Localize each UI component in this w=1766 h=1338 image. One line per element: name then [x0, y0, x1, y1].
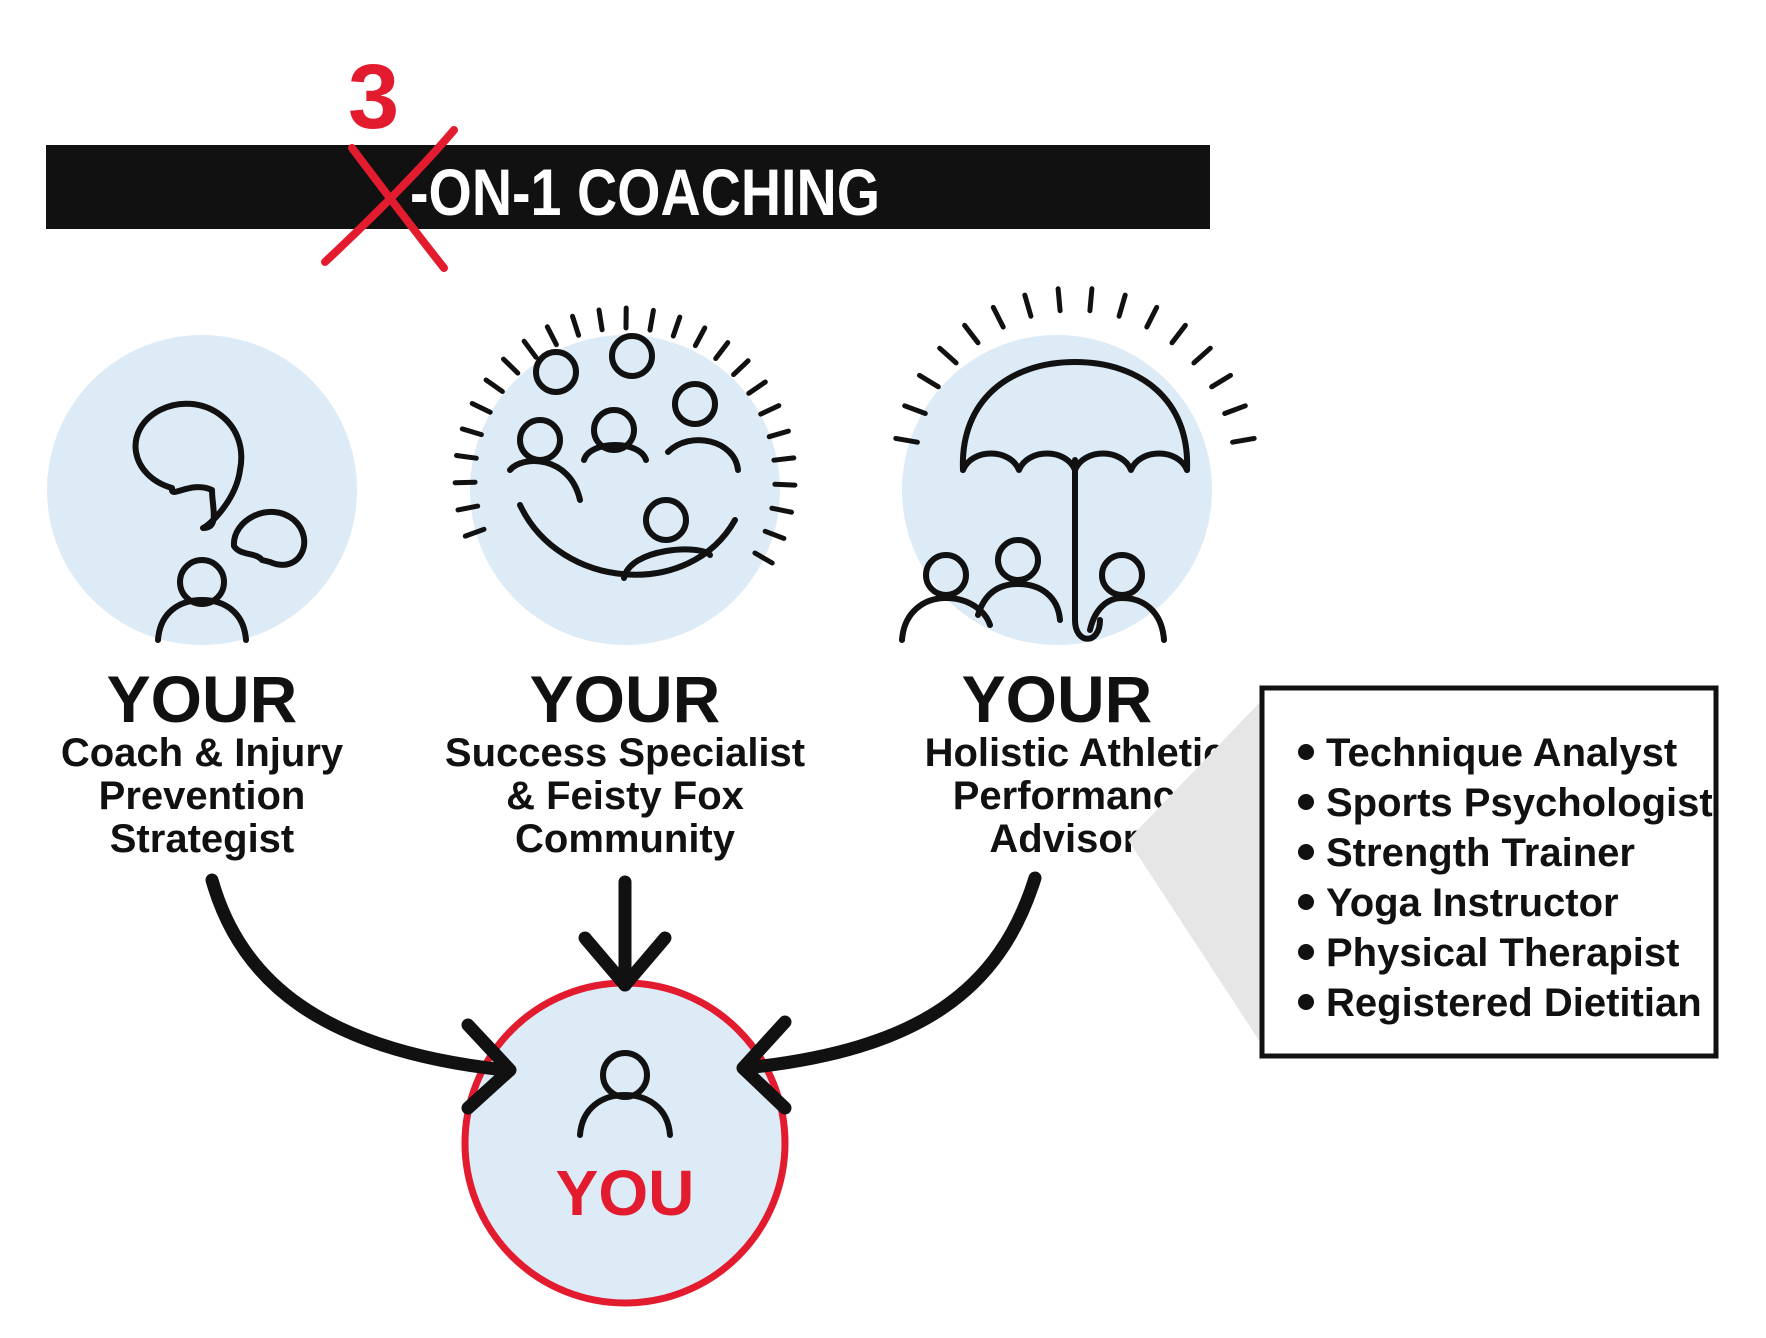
ray-dash: [1055, 286, 1063, 314]
svg-text:Sports Psychologist: Sports Psychologist: [1326, 781, 1713, 825]
ray-dash: [731, 358, 751, 378]
ray-dash: [1230, 435, 1257, 445]
community-circle: [470, 335, 780, 645]
role-heading: YOUR: [962, 662, 1153, 736]
role-advisors: YOUR Holistic Athletic Performance Advis…: [925, 662, 1226, 861]
ray-dash: [713, 340, 731, 361]
callout-pointer: [1128, 700, 1262, 1045]
list-item: Yoga Instructor: [1298, 881, 1619, 925]
ray-dash: [1169, 322, 1188, 346]
ray-dash: [902, 403, 928, 416]
community-sun-rays: [452, 305, 798, 566]
ray-dash: [521, 338, 539, 360]
ray-dash: [752, 550, 775, 566]
arrow-coach-head: [461, 1018, 517, 1115]
ray-dash: [766, 428, 791, 440]
role-community: YOUR Success Specialist & Feisty Fox Com…: [445, 662, 805, 861]
role-line: Prevention: [99, 774, 306, 818]
role-coach: YOUR Coach & Injury Prevention Strategis…: [61, 662, 344, 861]
ray-dash: [570, 313, 582, 338]
ray-dash: [1022, 292, 1034, 319]
strike-cross: [321, 126, 458, 272]
advisors-list: Technique Analyst Sports Psychologist St…: [1298, 731, 1713, 1025]
svg-text:Registered Dietitian: Registered Dietitian: [1326, 981, 1702, 1025]
role-line: Holistic Athletic: [925, 731, 1226, 775]
ray-dash: [772, 481, 798, 488]
ray-dash: [937, 345, 959, 366]
ray-dash: [462, 526, 487, 539]
ray-dash: [1191, 345, 1213, 366]
svg-text:Strength Trainer: Strength Trainer: [1326, 831, 1635, 875]
svg-text:Yoga Instructor: Yoga Instructor: [1326, 881, 1619, 925]
ray-dash: [1222, 403, 1248, 416]
arrow-advisors-head: [736, 1015, 792, 1115]
header-bar: [46, 145, 1210, 229]
advisors-list-box: [1259, 685, 1719, 1059]
ray-dash: [1209, 372, 1233, 390]
header-title: -ON-1 COACHING: [410, 155, 880, 229]
ray-dash: [469, 401, 493, 415]
list-item: Technique Analyst: [1298, 731, 1677, 775]
ray-dash: [452, 479, 478, 486]
ray-dash: [962, 322, 981, 346]
ray-dash: [455, 503, 481, 513]
ray-dash: [596, 307, 605, 333]
svg-text:Technique Analyst: Technique Analyst: [1326, 731, 1677, 775]
ray-dash: [459, 426, 484, 438]
ray-dash: [762, 528, 787, 541]
person-icon: [577, 1050, 673, 1138]
advisors-circle: [902, 335, 1212, 645]
ray-dash: [769, 505, 794, 515]
list-item: Sports Psychologist: [1298, 781, 1713, 825]
ray-dash: [544, 324, 559, 348]
role-heading: YOUR: [530, 662, 721, 736]
you-label: YOU: [556, 1157, 695, 1229]
umbrella-rays: [893, 286, 1257, 445]
role-line: Community: [515, 817, 736, 861]
ray-dash: [758, 403, 782, 417]
arrow-coach-to-you: [205, 873, 512, 1077]
correction-number: 3: [348, 46, 399, 148]
ray-dash: [893, 435, 920, 445]
ray-dash: [454, 453, 479, 461]
ray-dash: [1087, 286, 1095, 314]
role-line: Coach & Injury: [61, 731, 344, 775]
role-line: & Feisty Fox: [506, 774, 744, 818]
ray-dash: [990, 304, 1006, 330]
role-line: Strategist: [110, 817, 295, 861]
ray-dash: [1144, 304, 1160, 330]
role-line: Success Specialist: [445, 731, 805, 775]
ray-dash: [1116, 292, 1128, 319]
ray-dash: [647, 307, 656, 333]
ray-dash: [501, 356, 521, 376]
flow-arrows: [205, 871, 1042, 1115]
ray-dash: [771, 455, 797, 463]
ray-dash: [746, 379, 768, 396]
community-group-icon: [507, 333, 741, 581]
list-item: Registered Dietitian: [1298, 981, 1702, 1025]
arrow-advisors-to-you: [738, 871, 1042, 1075]
ray-dash: [670, 314, 683, 339]
ray-dash: [917, 372, 941, 390]
coach-chat-icon: [132, 400, 308, 643]
arrow-community-head: [578, 931, 672, 992]
umbrella-team-icon: [899, 359, 1191, 643]
list-item: Strength Trainer: [1298, 831, 1635, 875]
ray-dash: [692, 325, 708, 349]
you-circle: [461, 979, 789, 1307]
svg-text:Physical Therapist: Physical Therapist: [1326, 931, 1679, 975]
list-item: Physical Therapist: [1298, 931, 1679, 975]
role-heading: YOUR: [107, 662, 298, 736]
ray-dash: [483, 377, 505, 394]
